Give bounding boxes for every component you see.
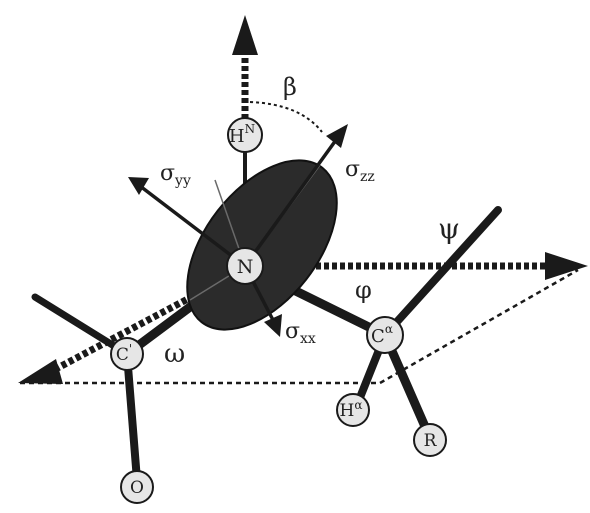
axis-arrow-up <box>232 15 258 135</box>
svg-text:HN: HN <box>229 122 255 147</box>
label-sigma-xx: σxx <box>285 319 316 347</box>
reference-plane <box>20 268 579 385</box>
label-beta: β <box>283 73 297 101</box>
svg-text:N: N <box>237 256 254 278</box>
svg-text:Hα: Hα <box>340 398 363 421</box>
axis-arrow-left <box>18 262 252 384</box>
svg-text:O: O <box>130 478 144 498</box>
atom-side-chain-r: R <box>413 423 447 457</box>
beta-angle-arc <box>249 101 323 133</box>
atom-alpha-c: Cα <box>366 316 404 354</box>
atom-oxygen: O <box>120 470 154 504</box>
label-sigma-yy: σyy <box>160 161 191 189</box>
sigma-yy-axis <box>128 177 247 268</box>
atom-alpha-h: Hα <box>336 393 370 427</box>
svg-text:Cα: Cα <box>371 322 393 347</box>
label-psi: ψ <box>438 212 460 245</box>
label-sigma-zz: σzz <box>345 157 375 185</box>
atom-nitrogen: N <box>226 247 264 285</box>
sigma-zz-axis <box>243 124 348 268</box>
svg-text:C': C' <box>116 342 132 365</box>
svg-text:R: R <box>424 431 438 451</box>
atom-amide-h: HN <box>227 117 263 153</box>
label-phi: φ <box>355 276 372 304</box>
atom-carbonyl-c: C' <box>110 337 144 371</box>
label-omega: ω <box>164 339 185 369</box>
tensor-axes <box>128 124 348 337</box>
